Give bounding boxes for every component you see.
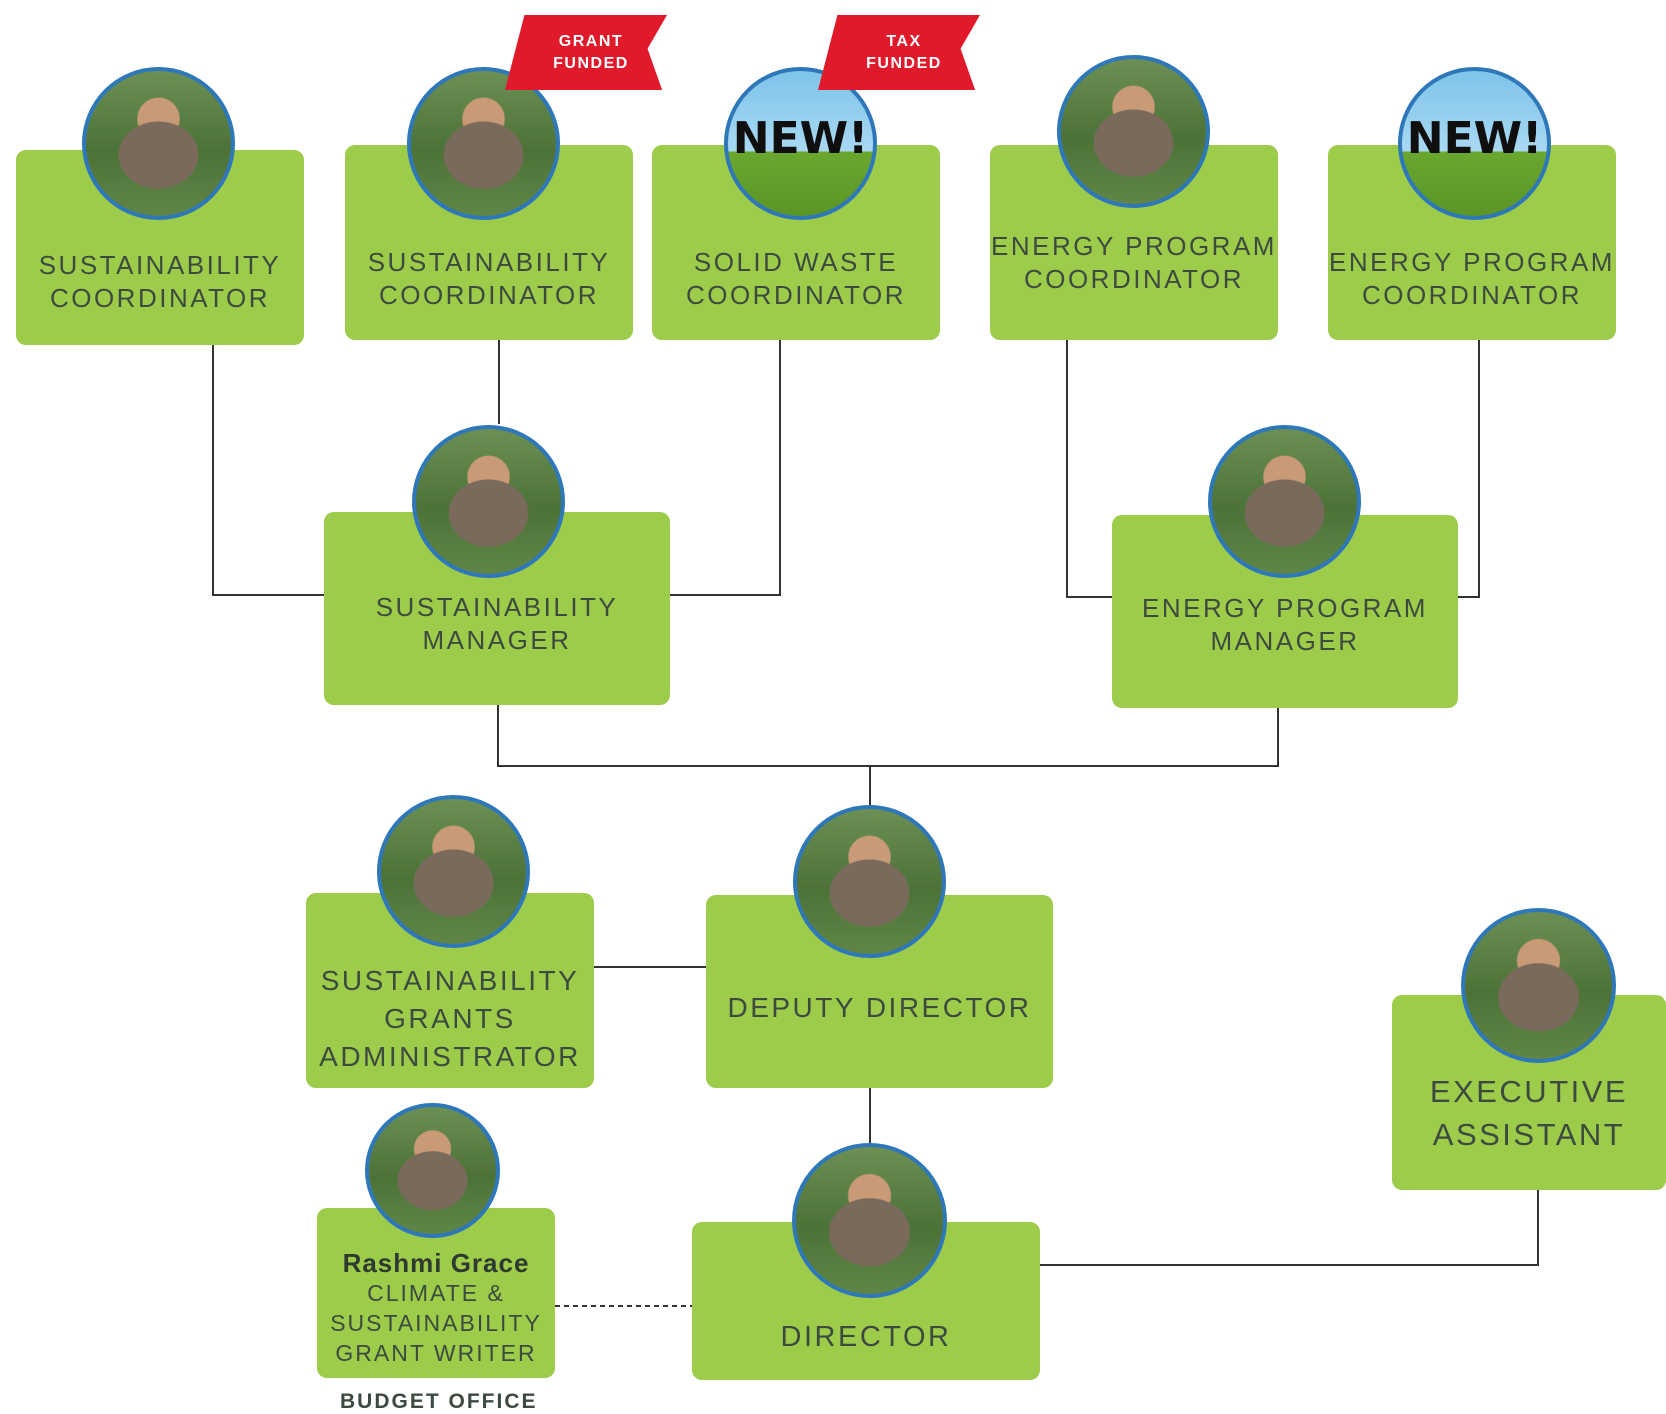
- connector-sc1-to-manager: [212, 345, 324, 596]
- energy-program-manager-photo: [1208, 425, 1361, 578]
- sustainability-coordinator-1-box: SUSTAINABILITY COORDINATOR: [16, 150, 304, 345]
- deputy-director-photo: [793, 805, 946, 958]
- executive-assistant-photo: [1461, 908, 1616, 1063]
- sustainability-coordinator-1-photo: [82, 67, 235, 220]
- energy-program-new-badge: NEW!: [1398, 67, 1551, 220]
- grant-writer-box: Rashmi Grace CLIMATE & SUSTAINABILITY GR…: [317, 1208, 555, 1378]
- connector-managers-to-deputy: [497, 705, 1279, 767]
- grant-funded-flag: GRANT FUNDED: [505, 15, 667, 90]
- sustainability-coordinator-2-photo: [407, 67, 560, 220]
- connector-epc1-to-epmanager: [1066, 340, 1112, 598]
- budget-office-label: BUDGET OFFICE: [340, 1390, 538, 1413]
- energy-program-coordinator-1-photo: [1057, 55, 1210, 208]
- grant-writer-photo: [365, 1103, 500, 1238]
- connector-solidwaste-to-manager: [670, 340, 781, 596]
- tax-funded-flag: TAX FUNDED: [818, 15, 980, 90]
- energy-program-coordinator-1-box: ENERGY PROGRAM COORDINATOR: [990, 145, 1278, 340]
- sustainability-manager-photo: [412, 425, 565, 578]
- connector-epc2-to-epmanager: [1458, 340, 1480, 598]
- connector-director-to-assistant: [1040, 1190, 1539, 1266]
- director-photo: [792, 1143, 947, 1298]
- solid-waste-coordinator-box: SOLID WASTE COORDINATOR: [652, 145, 940, 340]
- solid-waste-new-badge: NEW!: [724, 67, 877, 220]
- grants-administrator-photo: [377, 795, 530, 948]
